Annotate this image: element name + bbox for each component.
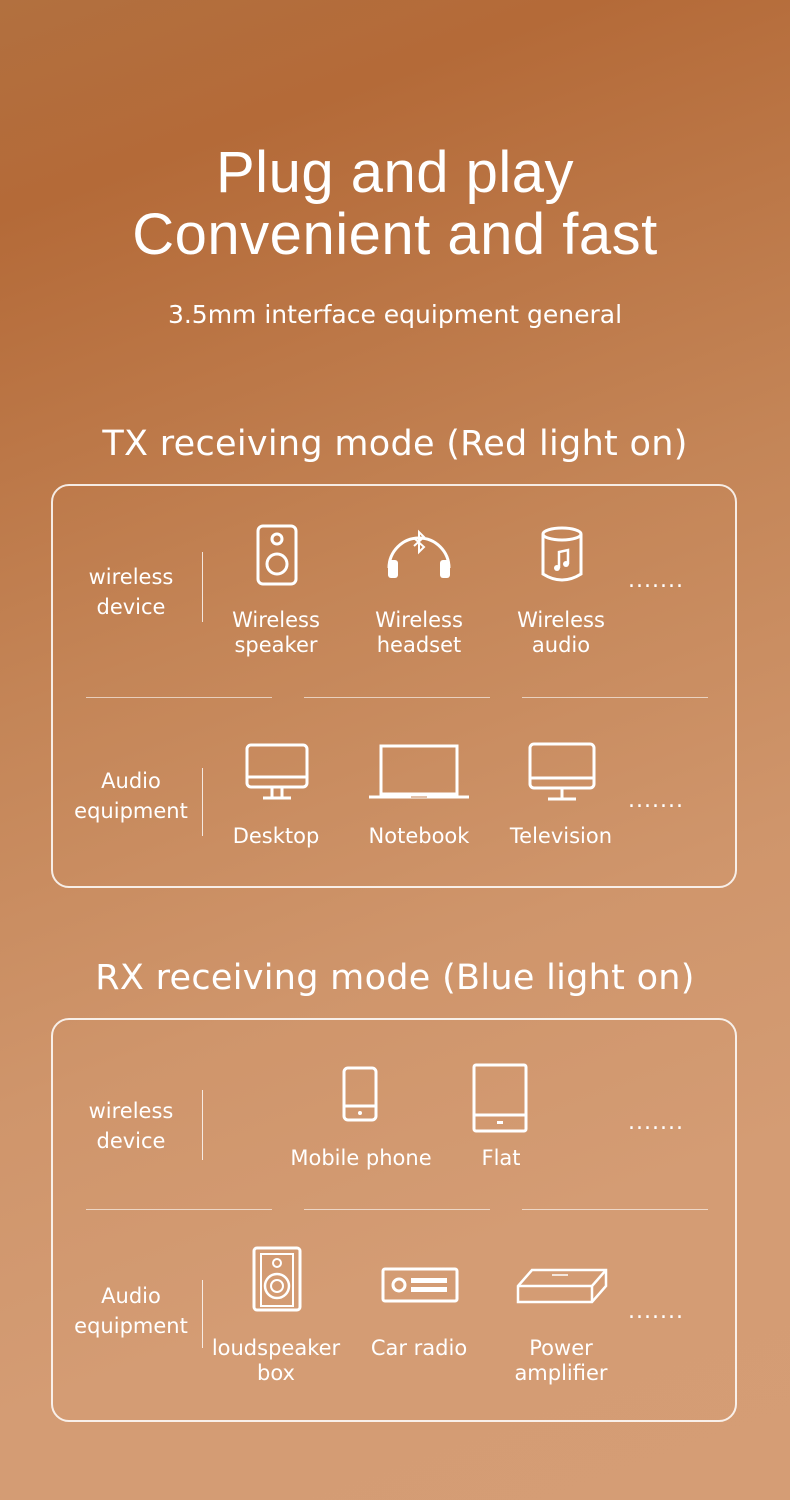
item-wireless-audio: Wireless audio (486, 608, 636, 658)
bluetooth-headset-icon (384, 526, 454, 578)
desktop-icon (245, 743, 309, 801)
item-desktop: Desktop (232, 824, 320, 848)
item-label-line2: headset (376, 633, 462, 657)
tx-row2-divider (202, 768, 203, 836)
item-wireless-speaker: Wireless speaker (201, 608, 351, 658)
tx-row1-label-line1: wireless (88, 565, 174, 589)
car-radio-icon (381, 1267, 459, 1303)
item-flat: Flat (481, 1146, 521, 1170)
subtitle: 3.5mm interface equipment general (167, 300, 623, 329)
tx-row-label-wireless: wireless device (66, 562, 196, 622)
power-amplifier-icon (516, 1268, 608, 1304)
headline-line-2: Convenient and fast (132, 202, 658, 267)
item-label-line1: Power (529, 1336, 593, 1360)
rx-row1-label-line2: device (96, 1129, 166, 1153)
tx-row-label-audio: Audio equipment (66, 766, 196, 826)
item-label-line2: speaker (234, 633, 318, 657)
tx-row1-label-line2: device (96, 595, 166, 619)
more-items-indicator: ....... (628, 788, 684, 813)
item-label-line2: box (257, 1361, 295, 1385)
item-power-amplifier: Power amplifier (486, 1336, 636, 1386)
item-loudspeaker-box: loudspeaker box (201, 1336, 351, 1386)
item-label-line2: amplifier (514, 1361, 608, 1385)
more-items-indicator: ....... (628, 1110, 684, 1135)
rx-mode-title: RX receiving mode (Blue light on) (95, 958, 695, 998)
item-television: Television (509, 824, 613, 848)
television-icon (528, 742, 596, 802)
item-label-line1: Wireless (517, 608, 605, 632)
more-items-indicator: ....... (628, 568, 684, 593)
notebook-icon (369, 744, 469, 800)
tx-mode-panel (51, 484, 737, 888)
rx-row-label-audio: Audio equipment (66, 1281, 196, 1341)
tx-row2-label-line1: Audio (101, 769, 161, 793)
more-items-indicator: ....... (628, 1299, 684, 1324)
rx-separator-3 (522, 1209, 708, 1210)
item-label-line1: Wireless (232, 608, 320, 632)
rx-row2-divider (202, 1280, 203, 1348)
item-notebook: Notebook (368, 824, 470, 848)
rx-separator-1 (86, 1209, 272, 1210)
headline-line-1: Plug and play (216, 140, 574, 205)
item-car-radio: Car radio (370, 1336, 468, 1360)
item-label-line1: loudspeaker (211, 1336, 341, 1360)
mobile-phone-icon (342, 1066, 378, 1122)
tx-separator-3 (522, 697, 708, 698)
rx-row2-label-line2: equipment (74, 1314, 188, 1338)
rx-row2-label-line1: Audio (101, 1284, 161, 1308)
tablet-icon (472, 1063, 528, 1133)
tx-separator-1 (86, 697, 272, 698)
item-label-line1: Wireless (375, 608, 463, 632)
item-wireless-headset: Wireless headset (344, 608, 494, 658)
tx-mode-title: TX receiving mode (Red light on) (102, 424, 688, 464)
item-mobile-phone: Mobile phone (290, 1146, 432, 1170)
rx-separator-2 (304, 1209, 490, 1210)
rx-row1-divider (202, 1090, 203, 1160)
loudspeaker-box-icon (252, 1246, 302, 1312)
tx-row1-divider (202, 552, 203, 622)
smart-speaker-icon (540, 526, 584, 584)
tx-separator-2 (304, 697, 490, 698)
speaker-icon (256, 524, 298, 586)
rx-mode-panel (51, 1018, 737, 1422)
rx-row-label-wireless: wireless device (66, 1096, 196, 1156)
tx-row2-label-line2: equipment (74, 799, 188, 823)
item-label-line2: audio (531, 633, 591, 657)
rx-row1-label-line1: wireless (88, 1099, 174, 1123)
